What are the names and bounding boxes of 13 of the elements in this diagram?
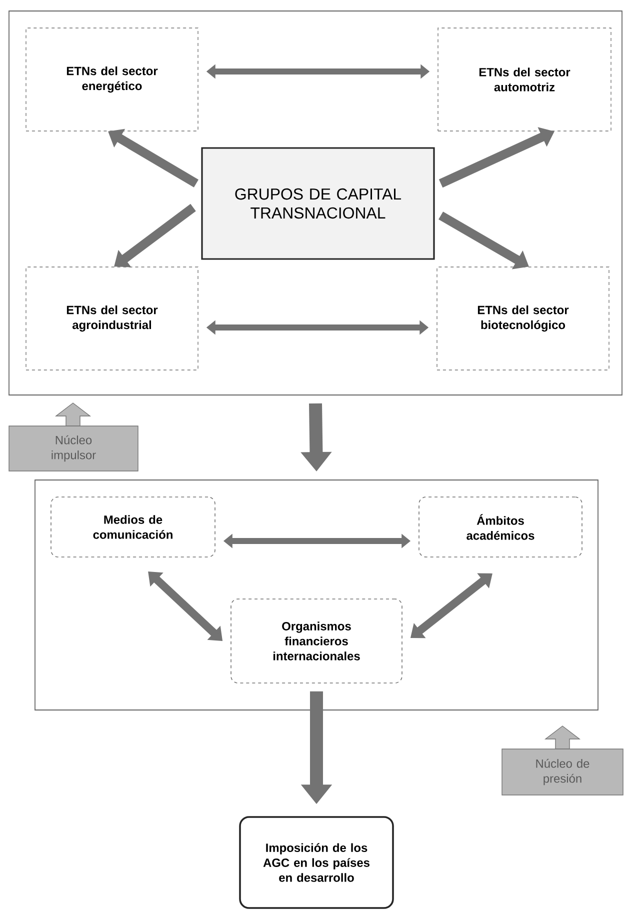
dashed-box: ETNs del sector biotecnológico — [436, 266, 610, 370]
dashed-box: ETNs del sector agroindustrial — [26, 266, 198, 370]
callout-box: Núcleo de presión — [502, 726, 624, 796]
dashed-rounded-box: Medios de comunicación — [50, 496, 216, 558]
panel-frame — [34, 480, 598, 710]
dashed-rounded-box: Organismos financieros internacionales — [230, 598, 402, 684]
dashed-rounded-box: Ámbitos académicos — [418, 496, 582, 558]
panel-frame — [8, 10, 622, 396]
central-box: GRUPOS DE CAPITAL TRANSNACIONAL — [201, 147, 435, 260]
dashed-box: ETNs del sector automotriz — [438, 28, 612, 132]
rounded-box: Imposición de los AGC en los países en desarrollo — [239, 816, 394, 909]
callout-box: Núcleo impulsor — [8, 402, 138, 472]
dashed-box: ETNs del sector energético — [26, 28, 198, 132]
